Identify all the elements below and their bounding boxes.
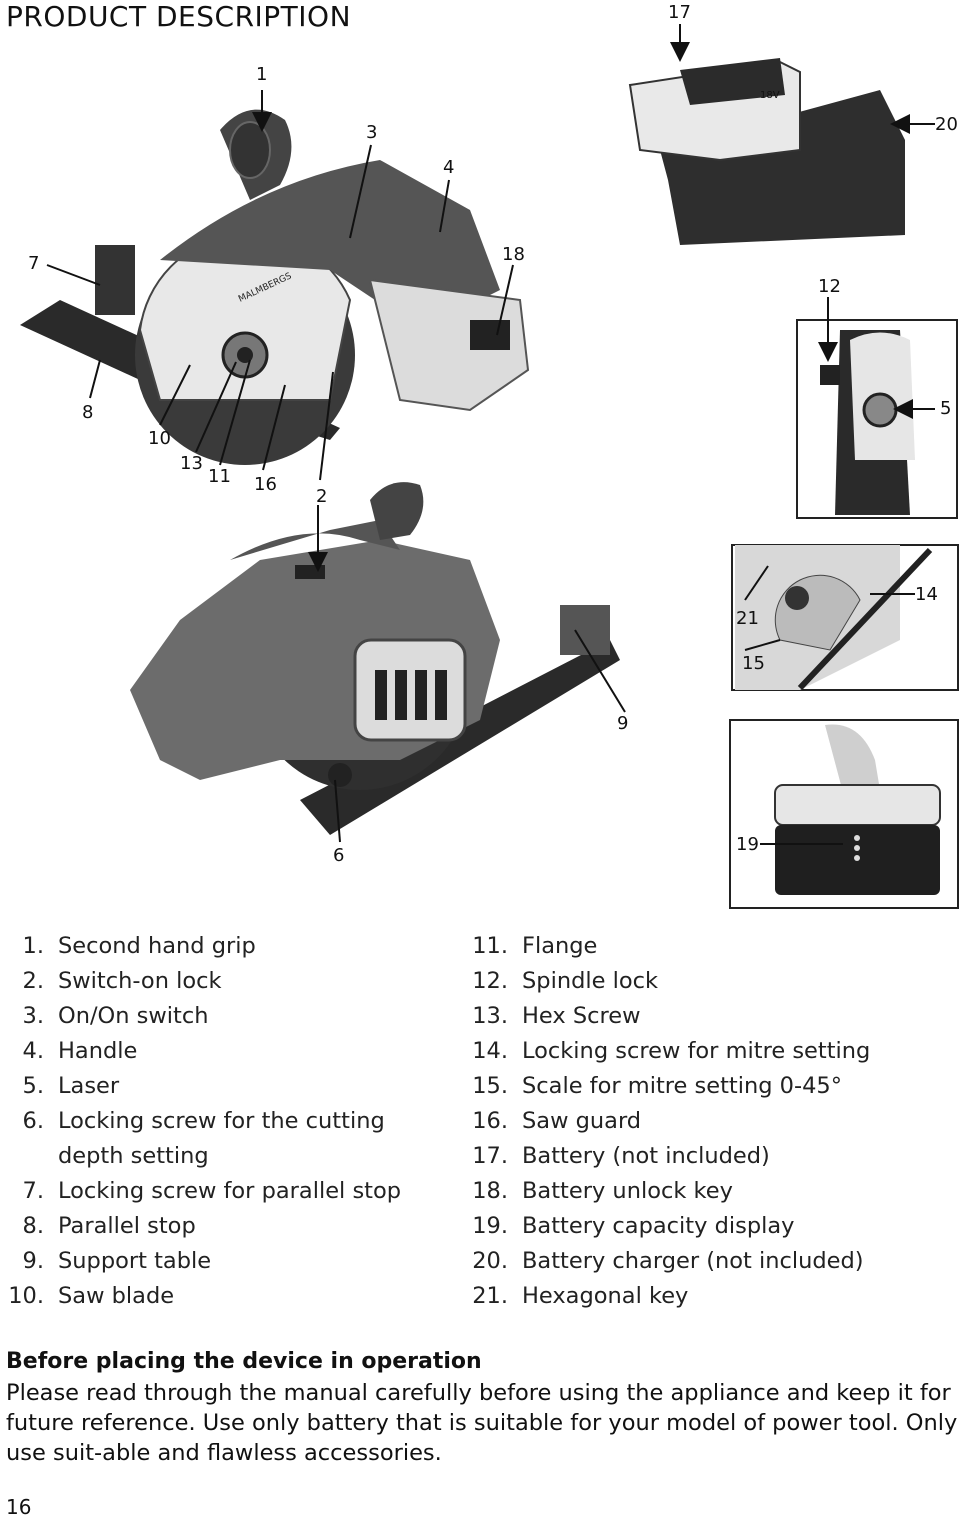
callout-9: 9 (617, 713, 629, 734)
list-item: 12.Spindle lock (472, 968, 659, 994)
callout-17: 17 (668, 2, 691, 23)
list-item: 21.Hexagonal key (472, 1283, 689, 1309)
parts-list-left: 1.Second hand grip 2.Switch-on lock 3.On… (0, 929, 401, 1314)
list-item-continuation: depth setting (58, 1143, 209, 1169)
callout-13: 13 (180, 453, 203, 474)
callout-10: 10 (148, 428, 171, 449)
list-item: 10.Saw blade (8, 1283, 175, 1309)
laser-detail-photo (796, 319, 958, 519)
list-item: 6.Locking screw for the cutting (22, 1108, 385, 1134)
list-item: 14.Locking screw for mitre setting (472, 1038, 871, 1064)
callout-11: 11 (208, 466, 231, 487)
list-item: 4.Handle (22, 1038, 138, 1064)
list-item: 20.Battery charger (not included) (472, 1248, 864, 1274)
callout-21: 21 (736, 608, 759, 629)
callout-8: 8 (82, 402, 94, 423)
callout-3: 3 (366, 122, 378, 143)
callout-6: 6 (333, 845, 345, 866)
list-item: 9.Support table (22, 1248, 212, 1274)
callout-2: 2 (316, 486, 328, 507)
battery-display-photo (729, 719, 959, 909)
page-title: PRODUCT DESCRIPTION (6, 0, 352, 33)
callout-leaders (46, 24, 935, 845)
saw-bottom-illustration (130, 482, 620, 835)
parts-list-right: 11.Flange 12.Spindle lock 13.Hex Screw 1… (464, 929, 870, 1314)
callout-18: 18 (502, 244, 525, 265)
callout-12: 12 (818, 276, 841, 297)
page-number: 16 (6, 1495, 32, 1519)
list-item: 16.Saw guard (472, 1108, 642, 1134)
list-item: 3.On/On switch (22, 1003, 209, 1029)
list-item: 5.Laser (22, 1073, 120, 1099)
callout-15: 15 (742, 653, 765, 674)
callout-19: 19 (736, 834, 759, 855)
list-item: 17.Battery (not included) (472, 1143, 770, 1169)
callout-1: 1 (256, 64, 268, 85)
list-item: 8.Parallel stop (22, 1213, 196, 1239)
list-item: 13.Hex Screw (472, 1003, 641, 1029)
list-item: 11.Flange (472, 933, 598, 959)
charger-illustration: 18V (628, 58, 905, 245)
callout-14: 14 (915, 584, 938, 605)
section-heading: Before placing the device in operation (6, 1349, 482, 1374)
list-item: 7.Locking screw for parallel stop (22, 1178, 402, 1204)
callout-7: 7 (28, 253, 40, 274)
list-item: 19.Battery capacity display (472, 1213, 795, 1239)
charger-mark: 18V (760, 90, 780, 101)
callout-20: 20 (935, 114, 958, 135)
callout-4: 4 (443, 157, 455, 178)
callout-16: 16 (254, 474, 277, 495)
list-item: 18.Battery unlock key (472, 1178, 733, 1204)
mitre-detail-photo (731, 544, 959, 691)
section-body: Please read through the manual carefully… (6, 1380, 958, 1466)
list-item: 1.Second hand grip (22, 933, 256, 959)
callout-5: 5 (940, 398, 952, 419)
product-illustration: MALMBERGS 18V (20, 24, 959, 909)
list-item: 15.Scale for mitre setting 0-45° (472, 1073, 842, 1099)
list-item: 2.Switch-on lock (22, 968, 222, 994)
